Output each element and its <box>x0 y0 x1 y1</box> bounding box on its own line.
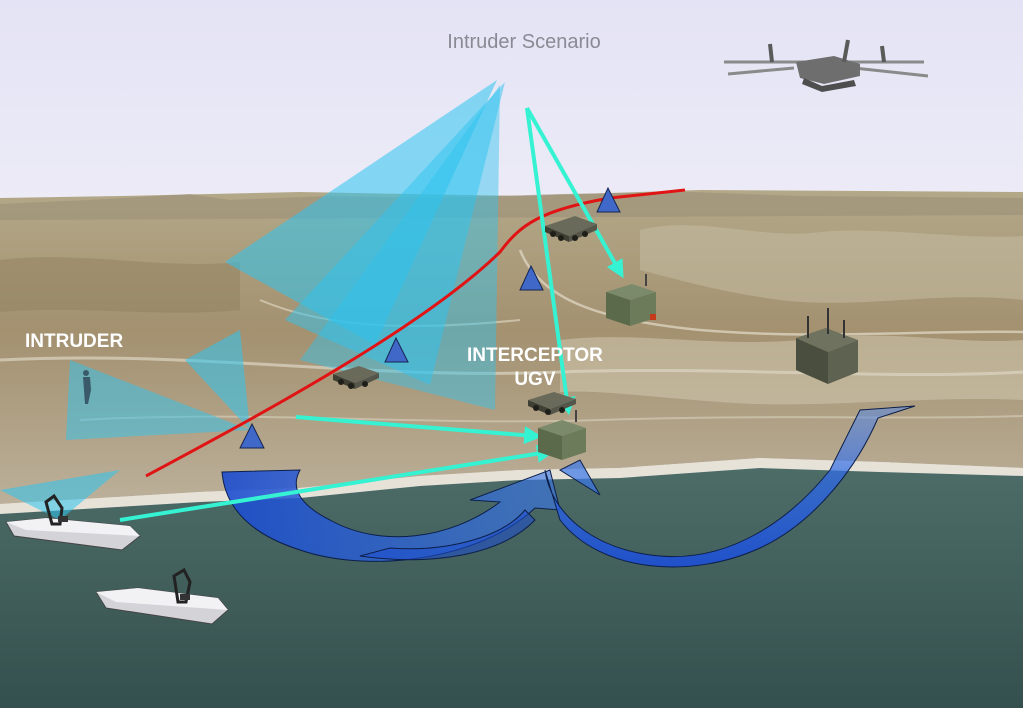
sensor-shelter-icon <box>538 410 586 460</box>
page-title: Intruder Scenario <box>447 31 601 53</box>
intruder-person-icon <box>83 370 91 404</box>
sensor-coverage-cones <box>0 80 505 520</box>
antenna-station-icon <box>796 308 858 384</box>
sensor-cone <box>285 82 505 385</box>
waypoint-triangle-icon <box>596 186 621 213</box>
maneuver-arrows <box>221 405 916 568</box>
ugv-vehicle-icon <box>528 392 576 415</box>
usv-boat-icon <box>95 567 229 625</box>
sensor-cone <box>225 80 497 345</box>
uav-icon <box>724 39 929 92</box>
maneuver-arrow <box>558 459 601 496</box>
sensor-cone <box>185 330 250 430</box>
waypoint-triangle-icon <box>239 422 265 449</box>
waypoint-triangle-icon <box>384 336 409 363</box>
ugv-vehicle-icon <box>545 216 597 242</box>
track-arrows <box>119 107 624 522</box>
track-arrow <box>119 444 556 522</box>
sensor-shelter-icon <box>606 274 656 326</box>
track-arrow <box>525 107 624 279</box>
maneuver-arrow <box>221 469 561 562</box>
waypoint-markers <box>239 186 621 449</box>
sensor-cone <box>0 470 120 520</box>
intruder-label: INTRUDER <box>25 331 124 352</box>
track-arrow <box>525 107 576 416</box>
sensor-cone <box>66 360 250 440</box>
interceptor-label-line2: UGV <box>514 369 556 390</box>
maneuver-arrow <box>544 405 916 568</box>
ugv-vehicle-icon <box>333 366 379 389</box>
waypoint-triangle-icon <box>519 264 544 291</box>
track-arrow <box>295 415 543 445</box>
usv-boat-icon <box>5 493 141 551</box>
boundary-line <box>145 188 686 478</box>
sensor-cone <box>300 85 500 410</box>
interceptor-label: INTERCEPTOR UGV <box>467 344 603 392</box>
interceptor-label-line1: INTERCEPTOR <box>467 345 603 366</box>
maneuver-arrow <box>359 509 536 561</box>
sky <box>0 0 1023 200</box>
